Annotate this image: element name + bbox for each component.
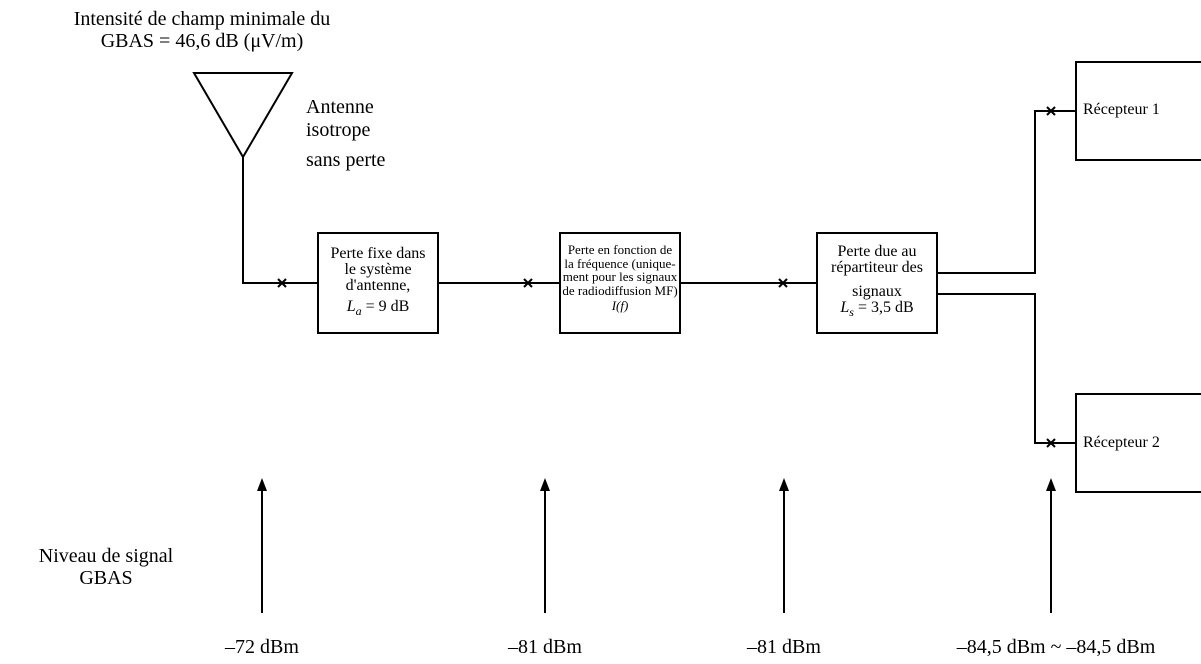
signal-value: –72 dBm (225, 636, 299, 658)
connector-splitter-to-receiver2 (937, 293, 1076, 444)
signal-arrow (540, 478, 550, 613)
measure-point-marker (778, 278, 788, 288)
measure-point-marker (277, 278, 287, 288)
connector-splitter-to-receiver1 (937, 110, 1076, 274)
splitter-loss-label: Perte due au répartiteur des signaux Ls … (831, 243, 923, 320)
signal-value: –84,5 dBm ~ –84,5 dBm (956, 636, 1156, 658)
measure-point-marker (523, 278, 533, 288)
signal-value: –81 dBm (508, 636, 582, 658)
measure-point-marker (1046, 438, 1056, 448)
signal-level-label-line1: Niveau de signal (38, 545, 174, 567)
signal-arrow (779, 478, 789, 613)
field-strength-title-line2: GBAS = 46,6 dB (μV/m) (100, 30, 304, 52)
signal-value: –81 dBm (747, 636, 821, 658)
fixed-loss-label: Perte fixe dans le système d'antenne, La… (330, 245, 426, 319)
signal-arrow (257, 478, 267, 613)
signal-level-label-line2: GBAS (79, 567, 133, 589)
receiver2-label: Récepteur 2 (1083, 434, 1160, 451)
receiver1-label: Récepteur 1 (1083, 101, 1160, 118)
signal-arrow (1046, 478, 1056, 613)
antenna-symbol (192, 72, 294, 159)
antenna-label-line2: isotrope (306, 119, 371, 141)
antenna-label-line3: sans perte (306, 149, 386, 171)
antenna-label-line1: Antenne (306, 96, 374, 118)
antenna-feed-line (242, 157, 318, 284)
freq-loss-label: Perte en fonction de la fréquence (uniqu… (562, 242, 678, 313)
field-strength-title-line1: Intensité de champ minimale du (73, 8, 331, 30)
measure-point-marker (1046, 106, 1056, 116)
